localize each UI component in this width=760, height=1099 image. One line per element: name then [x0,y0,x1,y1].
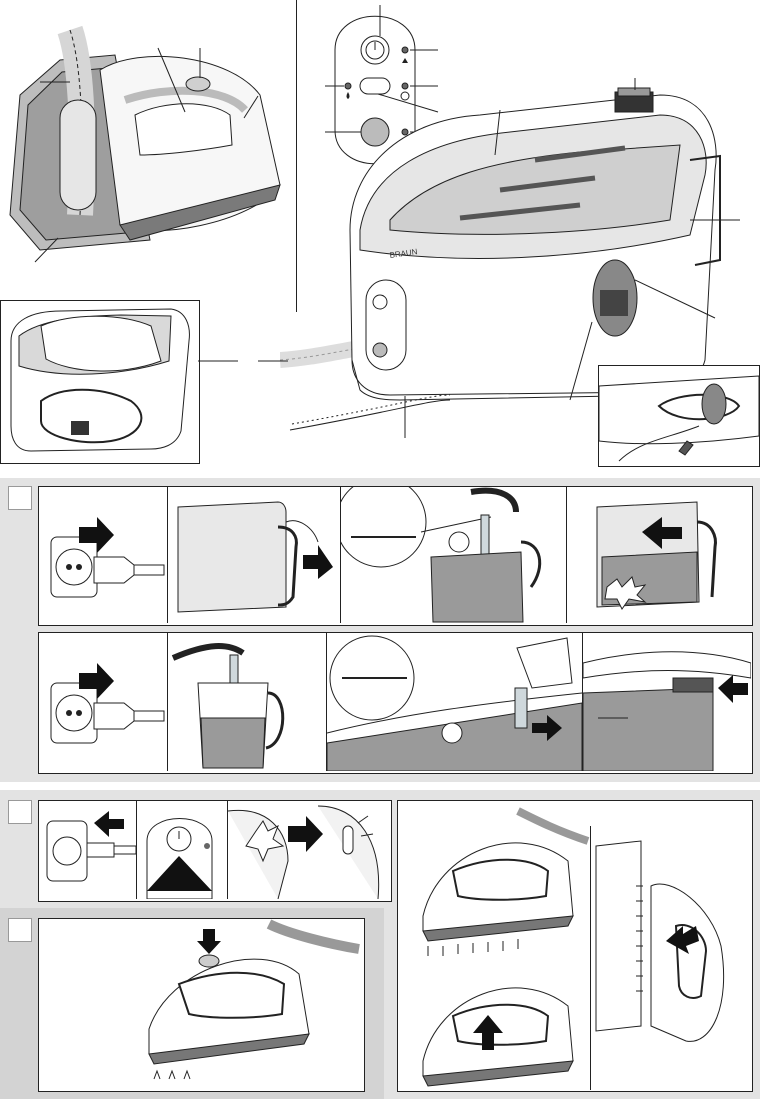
black-arrow-icon [718,675,748,703]
step-marker-3 [8,918,32,942]
remove-tank-panel [177,501,333,613]
insert-tank-panel [596,501,717,610]
overview-divider [296,0,297,312]
step-marker-2 [8,800,32,824]
indicator-blink-panel [228,805,380,899]
iron-steam-illustration [422,807,590,1087]
fill-jug-panel [171,643,285,769]
brand-wordmark: BRAUN [389,247,418,260]
control-panel-detail [325,5,439,180]
black-arrow-icon [79,663,114,699]
black-arrow-icon [147,856,212,891]
black-arrow-icon [642,517,682,549]
overview-section: BRAUN [0,0,760,470]
step-marker [8,486,32,510]
unplug-panel [46,811,136,882]
steam-button-illustration [148,919,360,1080]
black-arrow-icon [94,811,124,837]
black-arrow-icon [666,926,699,954]
black-arrow-icon [532,715,562,741]
plug-in-panel-2 [50,663,165,744]
close-lid-panel [583,651,751,771]
iron-illustration [9,25,281,263]
power-button-panel [146,818,213,899]
inset-cord-storage [598,365,760,467]
black-arrow-icon [79,517,114,553]
plug-in-panel [50,517,165,598]
black-arrow-icon [197,929,221,954]
inset-iron-on-base [0,300,200,464]
black-arrow-icon [288,816,323,852]
black-arrow-icon [473,1015,503,1050]
vertical-steam-curtain [595,840,725,1042]
black-arrow-icon [303,545,333,579]
pour-water-panel [327,635,582,771]
inset-leader [198,360,288,362]
fill-tank-tap-panel [341,487,542,623]
steam-station-illustration: BRAUN [280,78,740,438]
